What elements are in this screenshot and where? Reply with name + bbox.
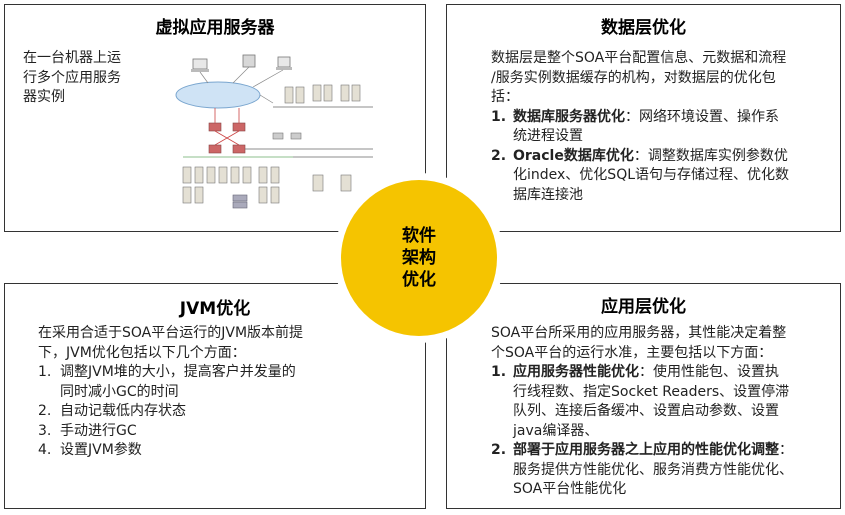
- data-layer-list: 1. 数据库服务器优化：网络环境设置、操作系 统进程设置 2. Oracle数据…: [491, 108, 836, 206]
- list-item: 3. 手动进行GC: [38, 422, 137, 439]
- app-layer-list: 1. 应用服务器性能优化：使用性能包、设置执 行线程数、指定Socket Rea…: [491, 363, 836, 500]
- workstation-icon: [276, 56, 292, 70]
- list-item: 1. 调整JVM堆的大小，提高客户并发量的 同时减小GC的时间: [38, 364, 296, 400]
- server-rack-group-top: [284, 84, 361, 104]
- virtual-app-server-title: 虚拟应用服务器: [155, 18, 275, 38]
- switch-icon: [208, 122, 246, 132]
- printer-icon: [242, 54, 256, 68]
- network-diagram-image: [175, 54, 373, 209]
- client-device-icon: [191, 58, 209, 72]
- list-item: 1. 数据库服务器优化：网络环境设置、操作系 统进程设置: [491, 108, 779, 145]
- center-circle-fill: 软件 架构 优化: [341, 180, 497, 336]
- list-item: 4. 设置JVM参数: [38, 442, 142, 458]
- list-item: 2. 自动记载低内存状态: [38, 403, 186, 419]
- jvm-title: JVM优化: [179, 299, 251, 319]
- jvm-text: 在采用合适于SOA平台运行的JVM版本前提 下，JVM优化包括以下几个方面： 1…: [38, 324, 378, 461]
- list-item: 1. 应用服务器性能优化：使用性能包、设置执 行线程数、指定Socket Rea…: [491, 364, 790, 439]
- data-layer-box: 数据层优化 数据层是整个SOA平台配置信息、元数据和流程 /服务实例数据缓存的机…: [446, 4, 841, 232]
- list-item: 2. Oracle数据库优化：调整数据库实例参数优 化index、优化SQL语句…: [491, 147, 790, 203]
- virtual-app-server-box: 虚拟应用服务器 在一台机器上运 行多个应用服务 器实例: [4, 4, 426, 232]
- center-label-line1: 软件: [402, 226, 436, 246]
- center-label-line2: 架构: [402, 248, 436, 268]
- app-layer-title: 应用层优化: [601, 297, 686, 317]
- center-circle: 软件 架构 优化: [334, 173, 504, 343]
- network-cloud-icon: [175, 81, 261, 109]
- data-layer-title: 数据层优化: [601, 18, 686, 38]
- jvm-box: JVM优化 在采用合适于SOA平台运行的JVM版本前提 下，JVM优化包括以下几…: [4, 283, 426, 509]
- data-layer-text: 数据层是整个SOA平台配置信息、元数据和流程 /服务实例数据缓存的机构，对数据层…: [491, 49, 836, 205]
- jvm-list: 1. 调整JVM堆的大小，提高客户并发量的 同时减小GC的时间 2. 自动记载低…: [38, 363, 378, 461]
- server-rack-group-bottom: [182, 166, 352, 204]
- app-layer-text: SOA平台所采用的应用服务器，其性能决定着整 个SOA平台的运行水准，主要包括以…: [491, 324, 836, 500]
- app-layer-box: 应用层优化 SOA平台所采用的应用服务器，其性能决定着整 个SOA平台的运行水准…: [446, 283, 841, 509]
- center-label-line3: 优化: [402, 270, 436, 290]
- list-item: 2. 部署于应用服务器之上应用的性能优化调整： 服务提供方性能优化、服务消费方性…: [491, 442, 793, 497]
- virtual-app-server-text: 在一台机器上运 行多个应用服务 器实例: [23, 50, 121, 105]
